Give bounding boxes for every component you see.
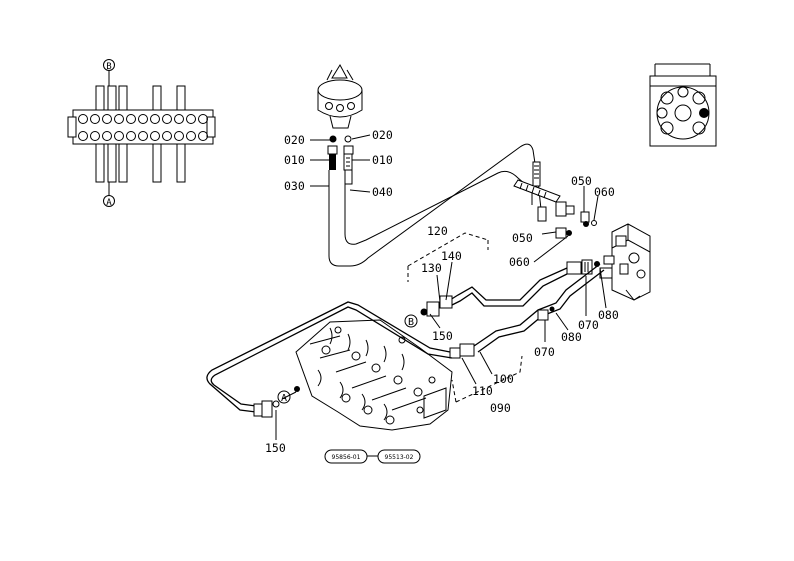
main-hoses	[328, 143, 543, 267]
callout-130: 130	[421, 261, 442, 275]
gear-pump	[599, 223, 651, 301]
callout-140: 140	[441, 249, 462, 263]
group-120-box	[407, 232, 489, 267]
marker-b-top: B	[106, 62, 111, 72]
callout-040: 040	[372, 185, 393, 199]
marker-a-top: A	[106, 198, 112, 208]
pump-inset	[649, 63, 717, 147]
hydraulic-motor	[317, 63, 363, 129]
marker-a-circle	[277, 390, 291, 404]
callout-100: 100	[493, 372, 514, 386]
callout-090: 090	[490, 401, 511, 415]
reference-tags	[324, 449, 421, 464]
ref-tag-right: 95513-02	[385, 454, 414, 461]
callout-150-upper: 150	[432, 329, 453, 343]
control-valve	[295, 319, 453, 431]
pipe-upper	[420, 267, 568, 317]
callout-080-right: 080	[598, 308, 619, 322]
callout-070-right: 070	[578, 318, 599, 332]
motor-fittings	[327, 135, 354, 185]
callout-020-left: 020	[284, 133, 305, 147]
marker-b-main: B	[408, 317, 414, 328]
callout-060-lower: 060	[509, 255, 530, 269]
callout-050-upper: 050	[571, 174, 592, 188]
pump-fittings	[555, 227, 600, 275]
callout-010-left: 010	[284, 153, 305, 167]
marker-a-main: A	[281, 393, 287, 404]
pipe-lower	[449, 263, 605, 359]
marker-b-circle	[404, 314, 418, 328]
callout-070-center: 070	[534, 345, 555, 359]
callout-060-upper: 060	[594, 185, 615, 199]
group-090-box	[455, 355, 523, 403]
callout-030: 030	[284, 179, 305, 193]
return-pipe	[206, 301, 453, 418]
hose-ends	[513, 161, 597, 227]
callout-020-right: 020	[372, 128, 393, 142]
leader-lines	[275, 134, 607, 440]
callout-110: 110	[472, 384, 493, 398]
callout-120: 120	[427, 224, 448, 238]
callout-010-right: 010	[372, 153, 393, 167]
valve-inset	[67, 59, 216, 207]
ref-tag-left: 95856-01	[332, 454, 361, 461]
callout-080-center: 080	[561, 330, 582, 344]
callout-050-lower: 050	[512, 231, 533, 245]
callout-150-lower: 150	[265, 441, 286, 455]
